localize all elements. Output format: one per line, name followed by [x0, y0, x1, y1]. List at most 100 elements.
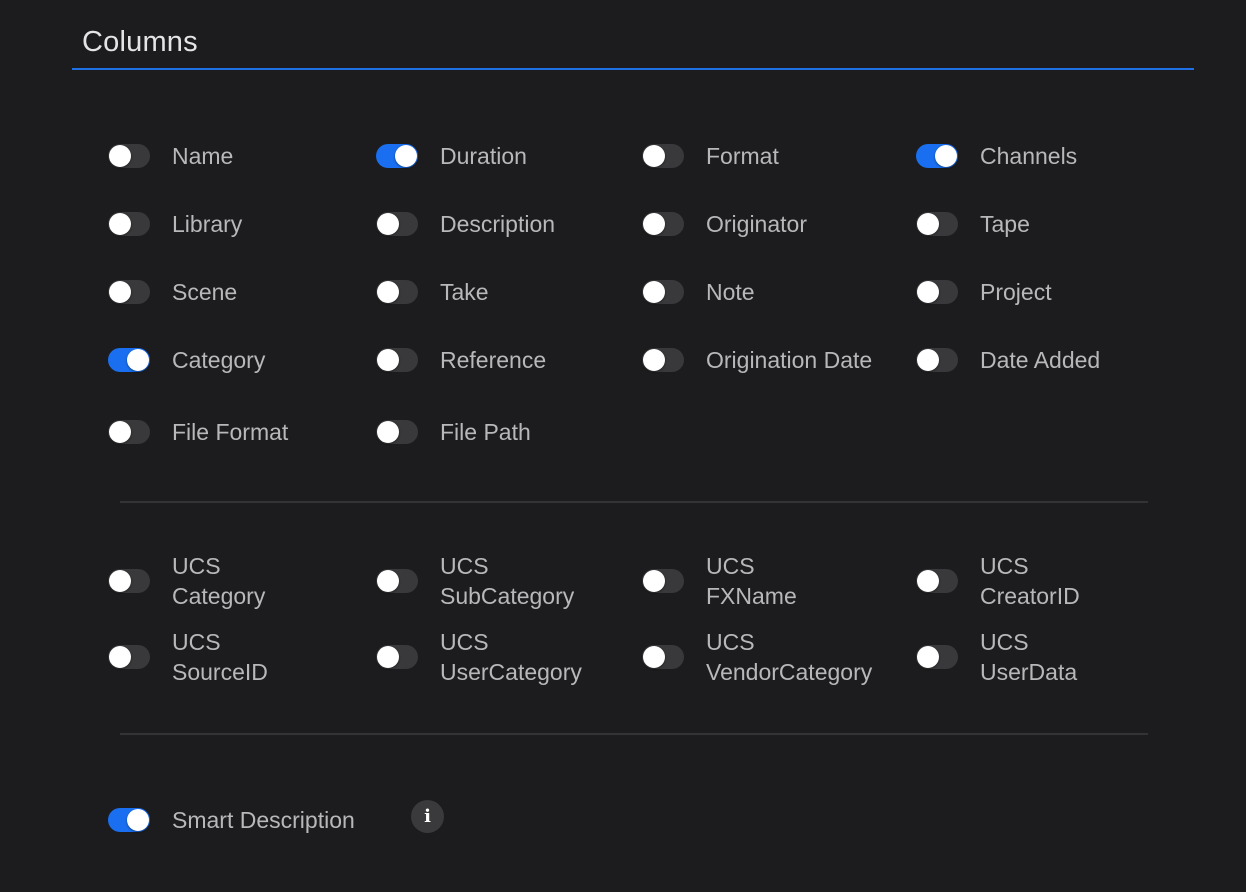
toggle-switch[interactable] [916, 569, 958, 593]
toggle-knob [109, 281, 131, 303]
column-toggle-library[interactable]: Library [108, 209, 242, 239]
toggle-knob [643, 349, 665, 371]
label-line-1: UCS [172, 553, 221, 579]
toggle-label: Format [706, 143, 779, 169]
toggle-switch[interactable] [376, 212, 418, 236]
toggle-switch[interactable] [108, 569, 150, 593]
toggle-switch[interactable] [916, 348, 958, 372]
label-line-2: CreatorID [980, 583, 1080, 609]
column-toggle-channels[interactable]: Channels [916, 141, 1077, 171]
toggle-label: UCS SubCategory [440, 551, 574, 611]
toggle-label: Reference [440, 347, 547, 373]
label-line-1: UCS [980, 629, 1029, 655]
column-toggle-format[interactable]: Format [642, 141, 779, 171]
ucs-toggle-fxname[interactable]: UCS FXName [642, 551, 797, 611]
toggle-label: Smart Description [172, 807, 355, 833]
column-toggle-reference[interactable]: Reference [376, 345, 546, 375]
toggle-knob [643, 281, 665, 303]
toggle-label: UCS VendorCategory [706, 627, 872, 687]
column-toggle-note[interactable]: Note [642, 277, 755, 307]
toggle-knob [377, 281, 399, 303]
column-toggle-origination-date[interactable]: Origination Date [642, 345, 872, 375]
column-toggle-tape[interactable]: Tape [916, 209, 1030, 239]
ucs-toggle-usercategory[interactable]: UCS UserCategory [376, 627, 582, 687]
label-line-2: UserCategory [440, 659, 582, 685]
toggle-label: UCS FXName [706, 551, 797, 611]
column-toggle-name[interactable]: Name [108, 141, 233, 171]
toggle-switch[interactable] [108, 144, 150, 168]
toggle-knob [377, 421, 399, 443]
toggle-switch[interactable] [376, 645, 418, 669]
label-line-2: FXName [706, 583, 797, 609]
toggle-knob [917, 349, 939, 371]
toggle-switch[interactable] [642, 645, 684, 669]
toggle-switch[interactable] [376, 569, 418, 593]
toggle-label: Date Added [980, 347, 1101, 373]
toggle-label: UCS UserCategory [440, 627, 582, 687]
ucs-toggle-sourceid[interactable]: UCS SourceID [108, 627, 268, 687]
toggle-switch[interactable] [108, 808, 150, 832]
column-toggle-project[interactable]: Project [916, 277, 1052, 307]
toggle-label: Duration [440, 143, 527, 169]
toggle-switch[interactable] [376, 144, 418, 168]
column-toggle-date-added[interactable]: Date Added [916, 345, 1100, 375]
toggle-switch[interactable] [642, 569, 684, 593]
column-toggle-scene[interactable]: Scene [108, 277, 237, 307]
toggle-switch[interactable] [642, 144, 684, 168]
title-underline [72, 68, 1194, 70]
toggle-switch[interactable] [376, 280, 418, 304]
ucs-toggle-category[interactable]: UCS Category [108, 551, 265, 611]
toggle-label: Scene [172, 279, 238, 305]
toggle-switch[interactable] [642, 280, 684, 304]
toggle-switch[interactable] [108, 645, 150, 669]
toggle-knob [127, 809, 149, 831]
column-toggle-originator[interactable]: Originator [642, 209, 807, 239]
toggle-knob [377, 570, 399, 592]
toggle-knob [917, 570, 939, 592]
toggle-knob [917, 281, 939, 303]
toggle-switch[interactable] [376, 420, 418, 444]
ucs-toggle-creatorid[interactable]: UCS CreatorID [916, 551, 1080, 611]
toggle-label: Description [440, 211, 556, 237]
column-toggle-description[interactable]: Description [376, 209, 555, 239]
toggle-switch[interactable] [916, 212, 958, 236]
toggle-switch[interactable] [642, 212, 684, 236]
column-toggle-file-path[interactable]: File Path [376, 417, 531, 447]
toggle-knob [643, 646, 665, 668]
toggle-switch[interactable] [916, 144, 958, 168]
toggle-label: UCS CreatorID [980, 551, 1080, 611]
toggle-switch[interactable] [108, 280, 150, 304]
toggle-switch[interactable] [916, 645, 958, 669]
ucs-toggle-vendorcategory[interactable]: UCS VendorCategory [642, 627, 872, 687]
ucs-toggle-userdata[interactable]: UCS UserData [916, 627, 1077, 687]
column-toggle-file-format[interactable]: File Format [108, 417, 288, 447]
toggle-knob [109, 213, 131, 235]
toggle-switch[interactable] [642, 348, 684, 372]
label-line-1: UCS [706, 629, 755, 655]
toggle-knob [377, 213, 399, 235]
label-line-1: UCS [440, 553, 489, 579]
toggle-label: Origination Date [706, 347, 873, 373]
section-title: Columns [82, 26, 198, 58]
toggle-switch[interactable] [916, 280, 958, 304]
section-divider [120, 501, 1148, 503]
toggle-switch[interactable] [108, 420, 150, 444]
toggle-label: Take [440, 279, 489, 305]
toggle-knob [377, 349, 399, 371]
toggle-label: Note [706, 279, 755, 305]
info-button[interactable]: i [411, 800, 444, 833]
toggle-label: Name [172, 143, 234, 169]
toggle-label: Category [172, 347, 266, 373]
section-divider [120, 733, 1148, 735]
toggle-knob [395, 145, 417, 167]
smart-description-toggle[interactable]: Smart Description [108, 805, 355, 835]
toggle-switch[interactable] [376, 348, 418, 372]
column-toggle-take[interactable]: Take [376, 277, 489, 307]
toggle-label: UCS SourceID [172, 627, 268, 687]
toggle-switch[interactable] [108, 348, 150, 372]
ucs-toggle-subcategory[interactable]: UCS SubCategory [376, 551, 574, 611]
toggle-switch[interactable] [108, 212, 150, 236]
column-toggle-duration[interactable]: Duration [376, 141, 527, 171]
column-toggle-category[interactable]: Category [108, 345, 265, 375]
toggle-knob [377, 646, 399, 668]
